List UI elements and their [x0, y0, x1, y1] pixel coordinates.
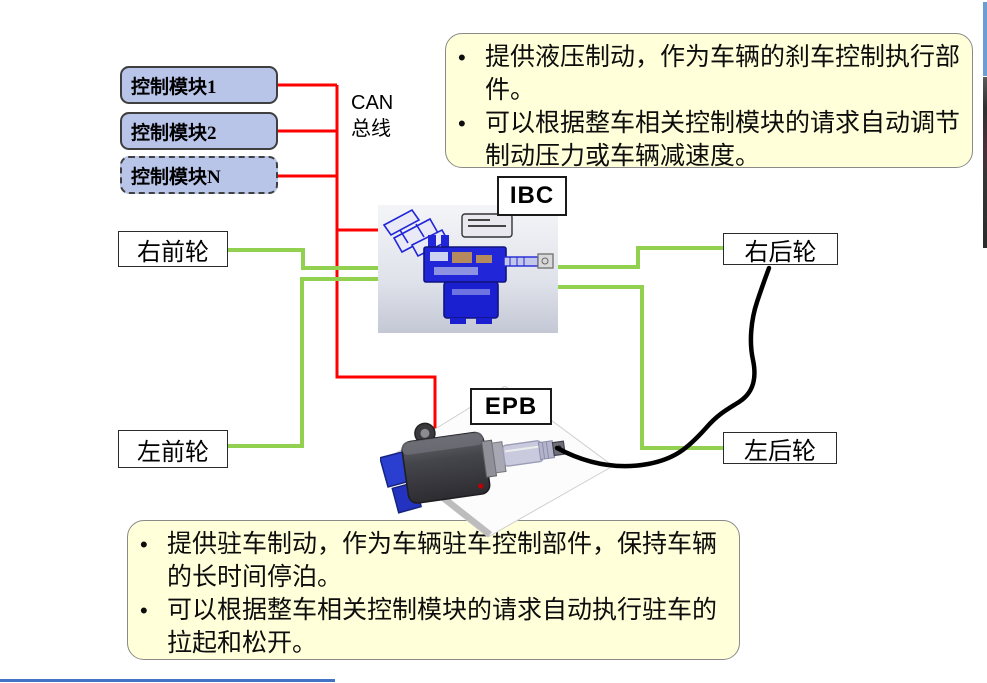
note-item: • 可以根据整车相关控制模块的请求自动调节制动压力或车辆减速度。: [458, 107, 962, 173]
control-module-label: 控制模块1: [131, 76, 217, 98]
ibc-image: [378, 205, 558, 333]
bullet-marker: •: [458, 111, 466, 136]
clipped-object-blue: [983, 2, 987, 76]
wheel-label: 左后轮: [744, 438, 816, 465]
note-item: • 可以根据整车相关控制模块的请求自动执行驻车的拉起和松开。: [140, 594, 729, 660]
control-module-label: 控制模块N: [131, 166, 221, 188]
note-text: 可以根据整车相关控制模块的请求自动执行驻车的拉起和松开。: [167, 596, 718, 657]
note-item: • 提供液压制动，作为车辆的刹车控制执行部件。: [458, 41, 962, 107]
bullet-marker: •: [140, 598, 148, 623]
wheel-box-front-right: 右前轮: [118, 231, 228, 267]
note-item: • 提供驻车制动，作为车辆驻车控制部件，保持车辆的长时间停泊。: [140, 528, 729, 594]
ibc-note-box: • 提供液压制动，作为车辆的刹车控制执行部件。 • 可以根据整车相关控制模块的请…: [445, 33, 973, 170]
bullet-marker: •: [458, 45, 466, 70]
epb-label-box: EPB: [470, 388, 552, 425]
control-module-box-1: 控制模块1: [120, 66, 278, 104]
control-module-box-2: 控制模块2: [120, 112, 278, 150]
can-bus-line: [278, 83, 437, 440]
control-module-box-n: 控制模块N: [120, 156, 278, 194]
can-bus-label-line2: 总线: [351, 118, 391, 140]
can-bus-label: CAN 总线: [351, 90, 393, 142]
wheel-label: 左前轮: [137, 439, 209, 466]
control-module-label: 控制模块2: [131, 122, 217, 144]
note-text: 提供液压制动，作为车辆的刹车控制执行部件。: [485, 43, 961, 104]
epb-label: EPB: [484, 392, 538, 420]
epb-note-box: • 提供驻车制动，作为车辆驻车控制部件，保持车辆的长时间停泊。 • 可以根据整车…: [127, 520, 740, 660]
wheel-box-front-left: 左前轮: [118, 430, 228, 468]
epb-note-list: • 提供驻车制动，作为车辆驻车控制部件，保持车辆的长时间停泊。 • 可以根据整车…: [140, 528, 729, 660]
wheel-label: 右前轮: [137, 239, 209, 266]
ibc-note-list: • 提供液压制动，作为车辆的刹车控制执行部件。 • 可以根据整车相关控制模块的请…: [458, 41, 962, 173]
wheel-box-rear-right: 右后轮: [723, 233, 838, 266]
ibc-label: IBC: [509, 182, 555, 209]
note-text: 可以根据整车相关控制模块的请求自动调节制动压力或车辆减速度。: [485, 109, 961, 170]
note-text: 提供驻车制动，作为车辆驻车控制部件，保持车辆的长时间停泊。: [167, 530, 718, 591]
ibc-label-box: IBC: [497, 176, 567, 216]
clipped-object-dark: [983, 77, 987, 248]
wheel-box-rear-left: 左后轮: [723, 432, 837, 465]
slide-footer-line: [0, 679, 335, 682]
bullet-marker: •: [140, 532, 148, 557]
epb-image: [380, 386, 614, 538]
wheel-label: 右后轮: [744, 239, 817, 266]
can-bus-label-line1: CAN: [351, 92, 394, 114]
